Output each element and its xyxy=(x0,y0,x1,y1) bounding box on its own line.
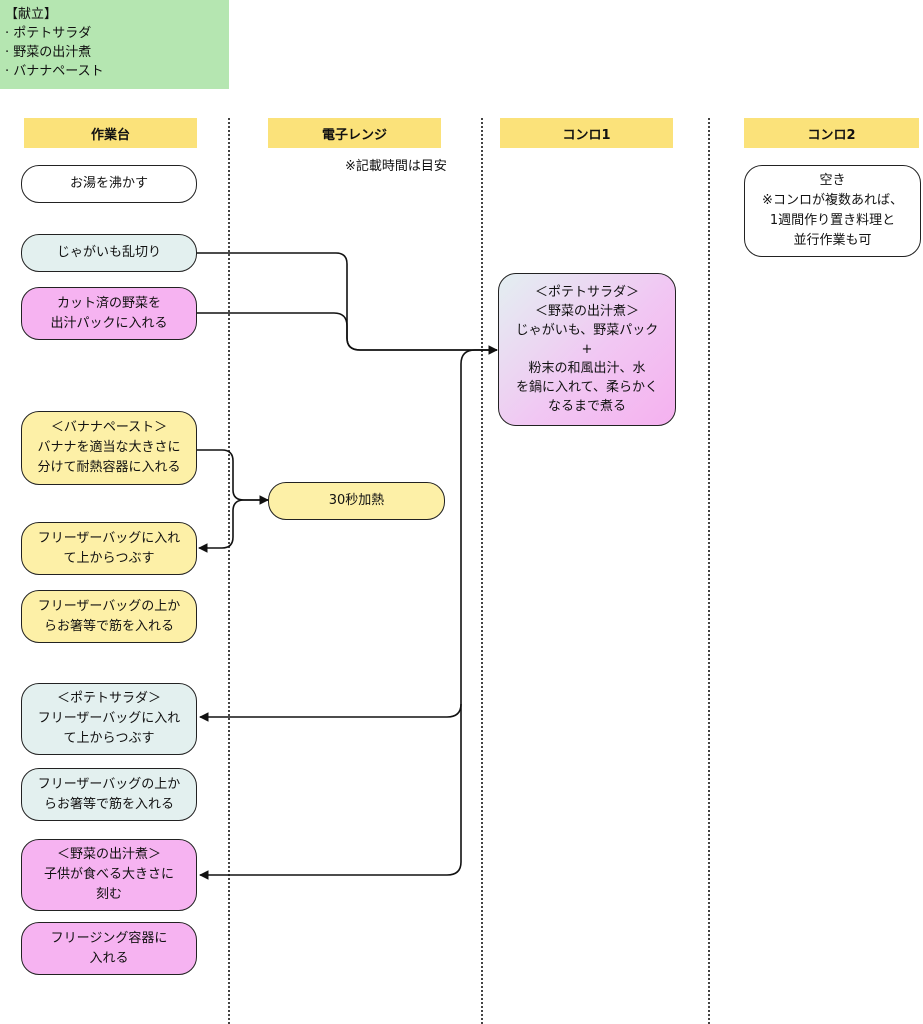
step-text: て上からつぶす xyxy=(63,731,155,746)
menu-item-potato-salad: · ポテトサラダ xyxy=(5,26,92,41)
step-text: ＜ポテトサラダ＞ xyxy=(534,285,639,300)
step-banana-cut: ＜バナナペースト＞ バナナを適当な大きさに 分けて耐熱容器に入れる xyxy=(21,411,197,485)
step-text: ※コンロが複数あれば、 xyxy=(762,193,903,208)
step-text: ＜野菜の出汁煮＞ xyxy=(56,847,161,862)
step-text: 出汁パックに入れる xyxy=(50,315,168,331)
lane-header-stove2: コンロ2 xyxy=(744,118,919,148)
arrow-stove-to-potato xyxy=(199,349,497,722)
step-banana-score: フリーザーバッグの上か らお箸等で筋を入れる xyxy=(21,590,197,643)
step-potato-crush: ＜ポテトサラダ＞ フリーザーバッグに入れ て上からつぶす xyxy=(21,683,197,755)
step-text: 並行作業も可 xyxy=(793,233,872,248)
step-text: らお箸等で筋を入れる xyxy=(43,796,174,812)
lane-divider xyxy=(228,118,230,1024)
step-text: 子供が食べる大きさに xyxy=(43,867,174,882)
menu-list: 【献立】 · ポテトサラダ · 野菜の出汁煮 · バナナペースト xyxy=(0,0,229,89)
step-boil-water: お湯を沸かす xyxy=(21,165,197,203)
lane-header-stove1: コンロ1 xyxy=(500,118,673,148)
step-banana-crush: フリーザーバッグに入れ て上からつぶす xyxy=(21,522,197,575)
step-text: じゃがいも乱切り xyxy=(56,245,161,260)
menu-item-veg-simmer: · 野菜の出汁煮 xyxy=(5,45,92,60)
step-text: 入れる xyxy=(89,950,129,966)
step-text: お湯を沸かす xyxy=(69,176,148,191)
step-text: バナナを適当な大きさに xyxy=(37,440,181,455)
lane-divider xyxy=(481,118,483,1024)
menu-item-banana-paste: · バナナペースト xyxy=(5,64,104,79)
arrow-microwave-to-banana xyxy=(198,499,268,553)
step-text: フリーザーバッグの上か xyxy=(37,776,181,792)
step-text: 分けて耐熱容器に入れる xyxy=(37,460,181,475)
step-text: 空き xyxy=(819,173,846,188)
step-microwave-heat: 30秒加熱 xyxy=(268,482,445,520)
step-text: らお箸等で筋を入れる xyxy=(43,618,174,634)
step-text: 刻む xyxy=(95,887,122,902)
step-text: ＜ポテトサラダ＞ xyxy=(56,691,161,706)
step-text: 粉末の和風出汁、水 xyxy=(528,361,646,376)
step-stove2-free: 空き ※コンロが複数あれば、 1週間作り置き料理と 並行作業も可 xyxy=(744,165,921,257)
step-text: 30秒加熱 xyxy=(328,493,385,508)
step-text: じゃがいも、野菜パック xyxy=(515,323,659,338)
arrow-vegpack-to-stove xyxy=(197,312,497,351)
arrow-stove-to-veg xyxy=(199,704,462,880)
step-text: + xyxy=(581,342,593,357)
step-veg-pack: カット済の野菜を 出汁パックに入れる xyxy=(21,287,197,340)
step-text: フリーザーバッグの上か xyxy=(37,598,181,614)
lane-header-workbench: 作業台 xyxy=(24,118,197,148)
step-text: 1週間作り置き料理と xyxy=(769,213,896,228)
step-text: フリージング容器に xyxy=(50,930,168,946)
step-cut-potato: じゃがいも乱切り xyxy=(21,234,197,272)
step-text: て上からつぶす xyxy=(63,550,155,566)
step-text: フリーザーバッグに入れ xyxy=(37,711,181,726)
step-text: カット済の野菜を xyxy=(56,295,161,311)
step-potato-score: フリーザーバッグの上か らお箸等で筋を入れる xyxy=(21,768,197,821)
step-text: フリーザーバッグに入れ xyxy=(37,530,181,546)
step-veg-cut: ＜野菜の出汁煮＞ 子供が食べる大きさに 刻む xyxy=(21,839,197,911)
step-veg-freeze: フリージング容器に 入れる xyxy=(21,922,197,975)
step-text: ＜バナナペースト＞ xyxy=(50,420,168,435)
lane-divider xyxy=(708,118,710,1024)
arrow-banana-to-microwave xyxy=(197,449,269,505)
step-text: なるまで煮る xyxy=(547,399,626,414)
step-text: を鍋に入れて、柔らかく xyxy=(516,380,658,395)
lane-header-microwave: 電子レンジ xyxy=(268,118,441,148)
step-text: ＜野菜の出汁煮＞ xyxy=(534,304,639,319)
time-note: ※記載時間は目安 xyxy=(345,159,447,174)
step-stove1-simmer: ＜ポテトサラダ＞ ＜野菜の出汁煮＞ じゃがいも、野菜パック + 粉末の和風出汁、… xyxy=(498,273,676,426)
menu-title: 【献立】 xyxy=(5,7,58,22)
